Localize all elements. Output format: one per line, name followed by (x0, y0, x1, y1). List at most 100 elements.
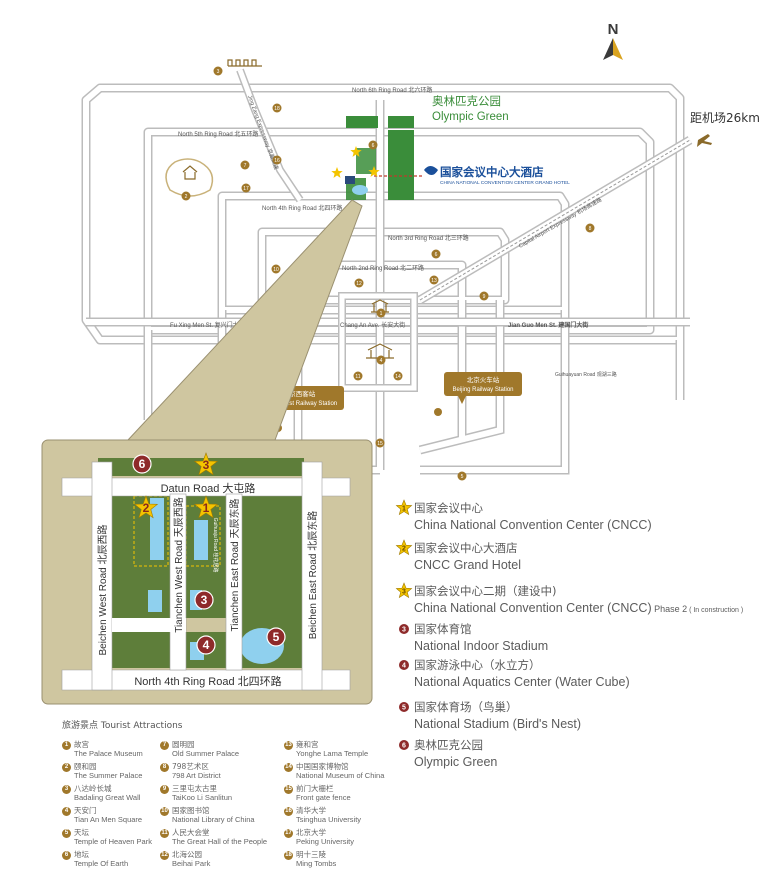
legend-item-en: Front gate fence (296, 793, 351, 802)
attraction-marker[interactable]: 5 (457, 471, 467, 481)
legend-item-en: National Library of China (172, 815, 255, 824)
inset-marker-number: 6 (139, 457, 146, 471)
legend-item-number: 14 (284, 763, 293, 772)
legend-item-number: 4 (62, 807, 71, 816)
inset-marker-number: 3 (203, 458, 210, 472)
annotation-zh: 国家体育场（鸟巢） (414, 700, 518, 714)
legend-title: 旅游景点 Tourist Attractions (62, 721, 183, 731)
annotation-marker-icon: 6 (399, 740, 409, 750)
attraction-marker-number: 4 (380, 358, 383, 364)
road-ring2-label: North 2nd Ring Road 北二环路 (342, 264, 424, 272)
inset-marker-number: 4 (203, 638, 210, 652)
attraction-marker-number: 14 (395, 374, 401, 380)
annotation-en: National Stadium (Bird's Nest) (414, 717, 582, 731)
attraction-marker-number: 9 (483, 294, 486, 300)
attraction-marker-number: 17 (243, 186, 249, 192)
legend-item-zh: 北海公园 (172, 850, 202, 859)
cncc-hotel-logo: 国家会议中心大酒店 CHINA NATIONAL CONVENTION CENT… (424, 165, 570, 186)
legend-item-number: 15 (284, 785, 293, 794)
attraction-marker-number: 1 (380, 311, 383, 317)
legend-item-number: 11 (160, 829, 169, 838)
svg-text:北京火车站: 北京火车站 (467, 375, 500, 384)
inset-marker-number: 3 (201, 593, 208, 607)
legend-item-zh: 雍和宫 (296, 740, 319, 749)
attraction-marker[interactable]: 18 (272, 103, 282, 113)
annotation-en: CNCC Grand Hotel (414, 558, 521, 572)
attraction-marker[interactable]: 1 (376, 308, 386, 318)
compass-letter: N (608, 21, 619, 38)
attraction-marker[interactable]: 17 (241, 183, 251, 193)
attraction-marker[interactable]: 4 (376, 355, 386, 365)
olympic-area-inset: Datun Road 大屯路 North 4th Ring Road 北四环路 … (41, 439, 373, 705)
road-ring5-label: North 5th Ring Road 北五环路 (178, 130, 258, 138)
road-changan-label: Chang An Ave. 长安大街 (340, 321, 405, 329)
legend-item-en: Old Summer Palace (172, 749, 240, 758)
attraction-marker[interactable]: 7 (240, 160, 250, 170)
legend-item-zh: 人民大会堂 (172, 828, 210, 837)
attraction-marker[interactable]: 13 (429, 275, 439, 285)
annotation-en: National Aquatics Center (Water Cube) (414, 675, 630, 689)
attraction-marker[interactable]: 15 (375, 438, 385, 448)
legend-item-en: Temple Of Earth (74, 859, 129, 868)
legend-item-en: TaiKoo Li Sanlitun (172, 793, 233, 802)
annotation-en: National Indoor Stadium (414, 639, 549, 653)
legend-item-en: 798 Art District (172, 771, 221, 780)
attraction-marker[interactable]: 12 (354, 278, 364, 288)
legend-item-zh: 圆明园 (172, 740, 195, 749)
legend-item-en: Ming Tombs (296, 859, 337, 868)
inset-road-datun: Datun Road 大屯路 (161, 481, 256, 495)
inset-road-tianchen-west: Tianchen West Road 天辰西路 (172, 497, 185, 633)
attraction-marker[interactable]: 11 (353, 371, 363, 381)
beijing-railway-station-callout[interactable]: 北京火车站 Beijing Railway Station (444, 372, 522, 404)
attraction-marker[interactable]: 9 (479, 291, 489, 301)
inset-road-tianchen-east: Tianchen East Road 天辰东路 (228, 498, 241, 631)
annotation-item: 国家体育场（鸟巢） National Stadium (Bird's Nest) (396, 699, 581, 731)
attraction-marker[interactable]: 8 (585, 223, 595, 233)
inset-star-marker: 2 (133, 495, 159, 519)
annotation-marker-icon: 4 (399, 660, 409, 670)
legend-item-zh: 清华大学 (296, 806, 326, 815)
annotation-number: 4 (402, 663, 406, 670)
inset-dot-marker: 5 (266, 627, 286, 647)
annotation-marker-icon: 5 (399, 702, 409, 712)
attraction-marker-number: 2 (185, 194, 188, 200)
svg-text:Beijing Railway Station: Beijing Railway Station (452, 387, 513, 393)
attraction-marker-number: 16 (274, 158, 280, 164)
inset-road-beichen-west: Beichen West Road 北辰西路 (96, 525, 109, 656)
airport-distance: 距机场26km (690, 111, 760, 125)
attraction-marker-number: 12 (356, 281, 362, 287)
svg-text:北京西客站: 北京西客站 (283, 389, 316, 398)
legend-item-number: 3 (62, 785, 71, 794)
attraction-marker[interactable]: 6 (368, 140, 378, 150)
attraction-marker[interactable]: 14 (393, 371, 403, 381)
annotation-number: 1 (402, 506, 406, 513)
annotation-number: 2 (402, 546, 406, 553)
annotation-en: China National Convention Center (CNCC) … (414, 601, 744, 615)
legend-item-zh: 故宫 (74, 740, 89, 749)
legend-item-zh: 八达岭长城 (74, 784, 112, 793)
attraction-marker[interactable]: 16 (272, 155, 282, 165)
legend-item-en: The Great Hall of the People (172, 837, 268, 846)
inset-marker-number: 2 (143, 501, 150, 515)
legend-item-zh: 颐和园 (74, 762, 97, 771)
attraction-marker[interactable]: 2 (181, 191, 191, 201)
annotation-number: 5 (402, 705, 406, 712)
annotation-zh: 国家会议中心 (414, 501, 483, 515)
legend-item-zh: 798艺术区 (172, 762, 209, 771)
annotation-number: 3 (402, 627, 406, 634)
attraction-marker-number: 11 (355, 374, 360, 380)
annotation-star-icon: 1 (395, 499, 413, 516)
attraction-marker[interactable]: 10 (271, 264, 281, 274)
attraction-marker[interactable]: 3 (213, 66, 223, 76)
attraction-marker-number: 6 (435, 252, 438, 258)
legend-item-zh: 前门大栅栏 (296, 784, 334, 793)
annotation-icons: 1 2 3 3 4 5 6 (395, 499, 413, 750)
olympic-green-label: 奥林匹克公园 Olympic Green (432, 94, 509, 123)
annotation-star-icon: 3 (395, 582, 413, 599)
legend-item-zh: 地坛 (74, 850, 89, 859)
annotation-zh: 奥林匹克公园 (414, 738, 483, 752)
attraction-marker[interactable]: 6 (431, 249, 441, 259)
inset-road-ring4: North 4th Ring Road 北四环路 (134, 675, 281, 688)
map-star-marker (368, 166, 380, 177)
